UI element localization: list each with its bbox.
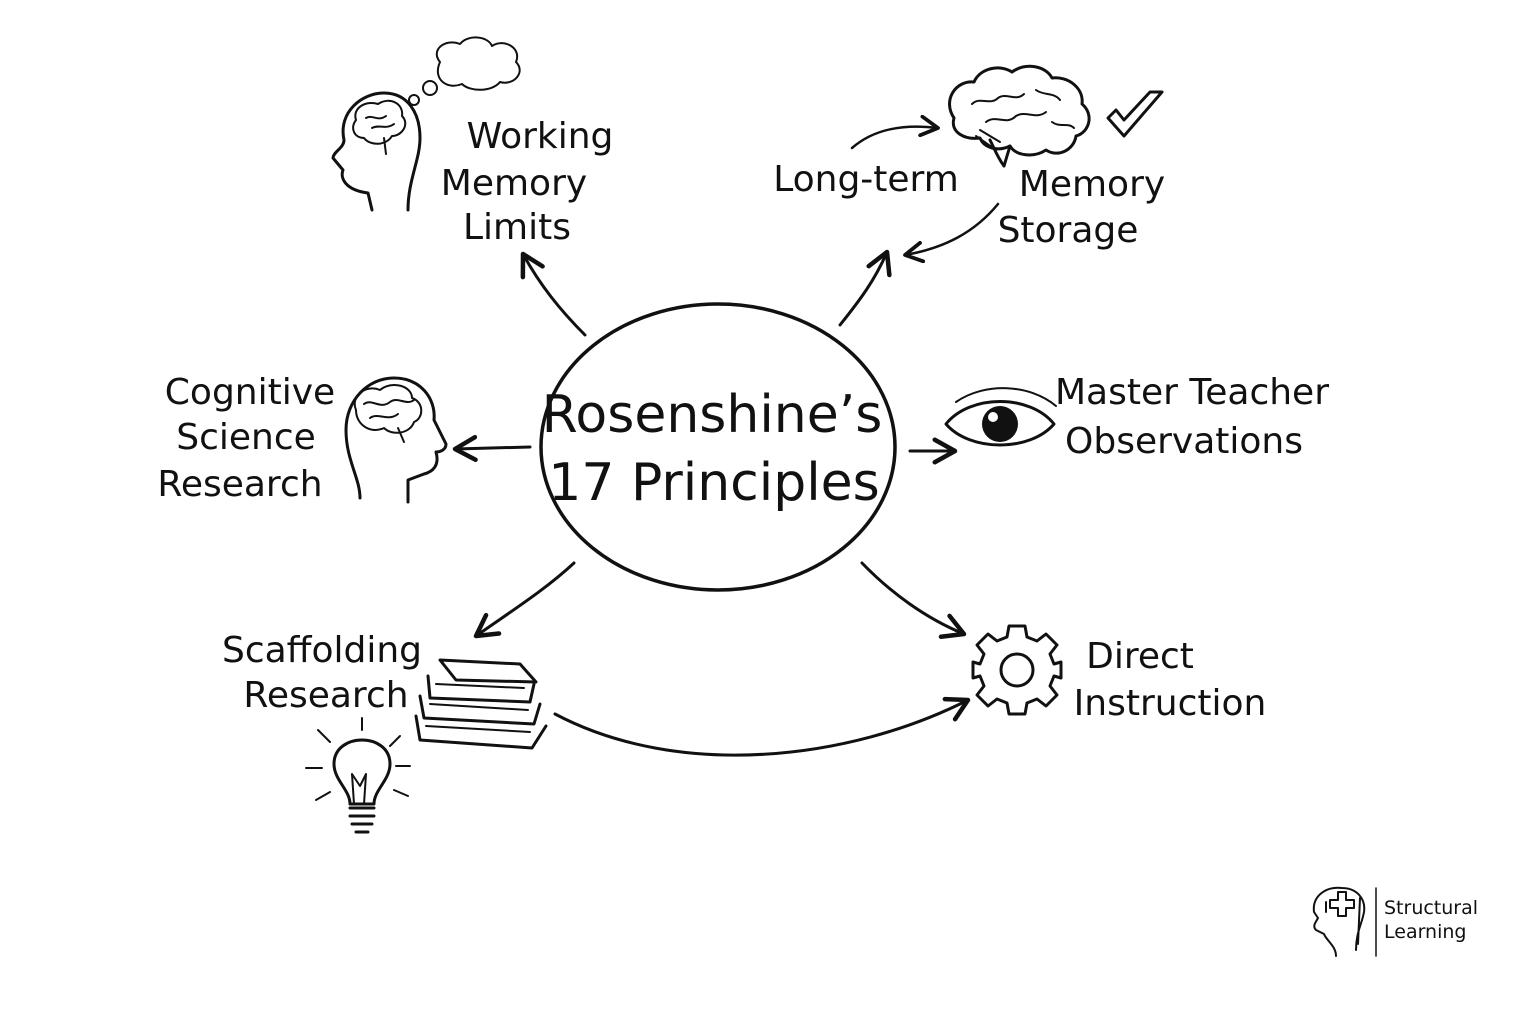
master-teacher-line1: Master Teacher (1055, 372, 1329, 413)
direct-instruction-line1: Direct (1086, 636, 1194, 677)
head-brain-icon (344, 376, 448, 504)
arrow-to-scaffolding (473, 561, 576, 639)
lightbulb-icon (305, 717, 411, 834)
storage-label: Storage (998, 210, 1139, 251)
scaffolding-line1: Scaffolding (222, 630, 422, 671)
working-memory-line1: Working (467, 116, 614, 157)
logo-line2: Learning (1384, 921, 1467, 943)
arrow-to-working-memory (520, 251, 587, 337)
center-title-line2: 17 Principles (548, 453, 880, 513)
checkmark-icon (1106, 90, 1164, 138)
structural-learning-logo: Structural Learning (1312, 886, 1478, 957)
scaffolding-node: Scaffolding Research (222, 630, 548, 834)
arrow-to-cognitive (452, 434, 532, 462)
cognitive-science-node: Cognitive Science Research (157, 372, 448, 505)
books-icon (414, 658, 548, 750)
arrow-storage-back (903, 202, 1000, 264)
eye-icon (944, 387, 1057, 447)
direct-instruction-node: Direct Instruction (971, 624, 1267, 724)
head-thinking-icon (331, 36, 521, 212)
brain-icon (948, 64, 1091, 168)
cognitive-line3: Research (157, 464, 322, 505)
arrow-scaffolding-to-direct (553, 696, 971, 757)
working-memory-line3: Limits (463, 207, 571, 248)
long-term-label: Long-term (773, 159, 959, 200)
logo-line1: Structural (1384, 897, 1478, 919)
arrow-to-direct-instruction (860, 561, 967, 639)
cognitive-line2: Science (176, 417, 316, 458)
master-teacher-line2: Observations (1065, 421, 1303, 462)
logo-head-icon (1312, 886, 1366, 957)
cognitive-line1: Cognitive (165, 372, 335, 413)
center-node: Rosenshine’s 17 Principles (539, 302, 897, 592)
working-memory-node: Working Memory Limits (331, 36, 614, 248)
arrow-long-term-to-brain (850, 114, 940, 150)
memory-label: Memory (1019, 164, 1165, 205)
center-ellipse (539, 302, 897, 592)
long-term-memory-node: Long-term Memory Storage (773, 64, 1165, 251)
working-memory-line2: Memory (441, 163, 587, 204)
arrows (452, 114, 1000, 757)
arrow-to-long-term (838, 249, 892, 327)
center-title-line1: Rosenshine’s (542, 385, 883, 445)
master-teacher-node: Master Teacher Observations (944, 372, 1329, 462)
scaffolding-line2: Research (243, 675, 408, 716)
direct-instruction-line2: Instruction (1074, 683, 1267, 724)
gear-icon (971, 624, 1063, 716)
